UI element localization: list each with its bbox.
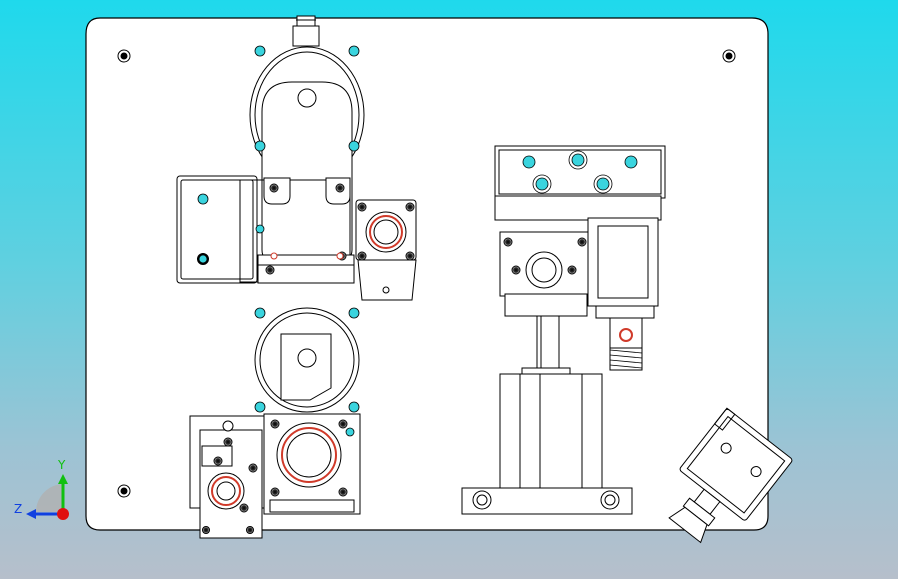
triad-plane-indicator xyxy=(36,484,64,512)
upper-valve-assembly[interactable] xyxy=(176,15,417,301)
y-axis-label: Y xyxy=(58,458,66,472)
angled-solenoid-valve[interactable] xyxy=(652,407,793,556)
x-axis-dot xyxy=(57,508,69,520)
z-axis-arrowhead xyxy=(26,509,36,519)
z-axis-label: Z xyxy=(14,502,23,516)
right-cylinder-assembly[interactable] xyxy=(461,145,666,515)
upper-cyan-holes xyxy=(197,45,360,265)
right-cyan-holes xyxy=(522,150,638,194)
lower-valve-assembly[interactable] xyxy=(189,307,361,539)
coordinate-triad: Y Z xyxy=(14,456,84,526)
y-axis-arrowhead xyxy=(58,474,68,484)
lower-cyan-holes xyxy=(254,307,360,437)
